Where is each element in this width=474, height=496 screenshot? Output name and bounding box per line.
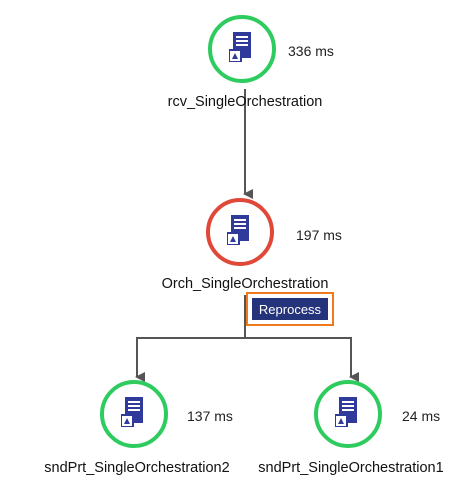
node-snd2[interactable] <box>100 380 168 448</box>
connector-orch-snd1 <box>245 337 359 382</box>
node-snd1[interactable] <box>314 380 382 448</box>
node-rcv[interactable] <box>208 15 276 83</box>
connector-orch-snd2 <box>135 295 246 382</box>
node-snd1-label: sndPrt_SingleOrchestration1 <box>258 460 444 476</box>
node-snd2-label: sndPrt_SingleOrchestration2 <box>44 460 230 476</box>
node-snd1-time: 24 ms <box>402 408 441 424</box>
server-icon <box>335 397 357 427</box>
server-icon <box>229 32 251 62</box>
node-orch[interactable] <box>206 198 274 266</box>
server-icon <box>121 397 143 427</box>
server-icon <box>227 215 249 245</box>
node-rcv-label: rcv_SingleOrchestration <box>167 94 323 110</box>
node-rcv-time: 336 ms <box>288 43 334 59</box>
node-snd2-time: 137 ms <box>187 408 233 424</box>
reprocess-highlight: Reprocess <box>246 292 334 326</box>
node-orch-label: Orch_SingleOrchestration <box>161 276 329 292</box>
node-orch-time: 197 ms <box>296 227 342 243</box>
reprocess-button[interactable]: Reprocess <box>252 298 328 320</box>
